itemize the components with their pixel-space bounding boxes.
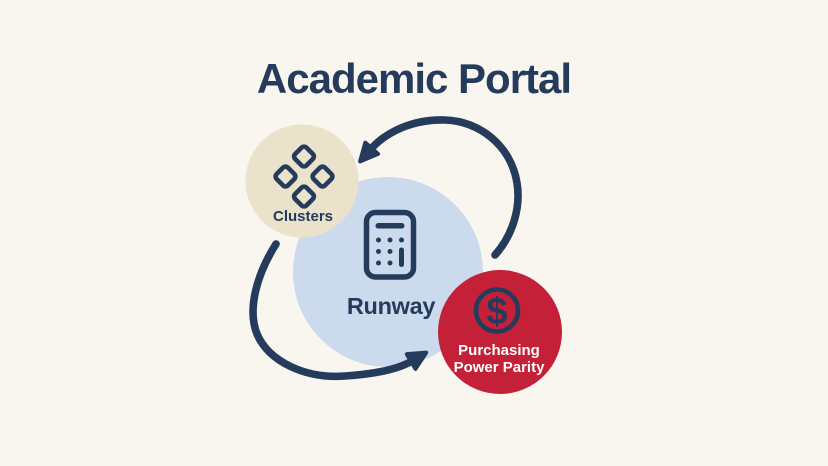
dollar-coin-icon: $ (473, 287, 521, 334)
clusters-circle (245, 124, 359, 238)
page-title: Academic Portal (256, 55, 572, 102)
calculator-keys (376, 237, 404, 266)
cycle-arrow-bottom (249, 240, 429, 381)
ppp-label-line2: Power Parity (454, 359, 546, 376)
runway-label: Runway (347, 293, 436, 319)
ppp-label-line1: Purchasing (458, 342, 540, 359)
runway-circle (293, 177, 483, 367)
clusters-label: Clusters (273, 208, 333, 225)
clusters-grid-icon (273, 144, 335, 209)
cycle-arrow-top (358, 116, 522, 259)
dollar-symbol: $ (486, 291, 507, 333)
calculator-icon (363, 209, 417, 280)
calculator-screen (375, 223, 405, 229)
